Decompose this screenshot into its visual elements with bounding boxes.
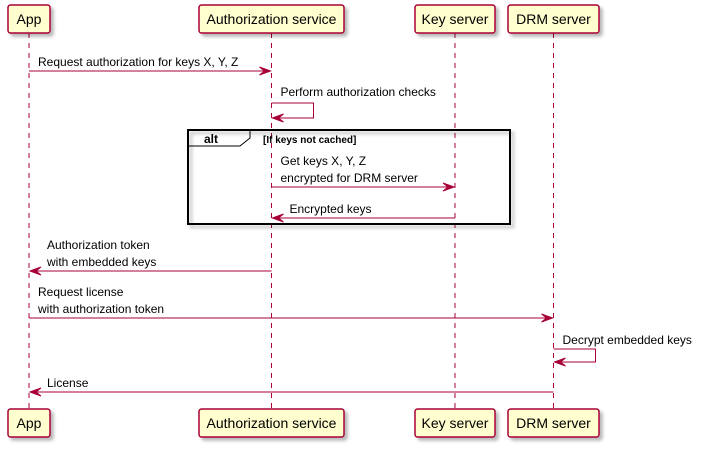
message-7: Decrypt embedded keys [553,333,692,367]
message-label: License [47,376,89,390]
arrowhead [442,182,456,192]
arrowhead [271,213,284,223]
arrowhead [28,266,42,276]
message-4: Encrypted keys [271,202,455,223]
participant-label: DRM server [516,11,591,27]
fragment-condition: [If keys not cached] [263,135,356,146]
participant-auth-bottom: Authorization service [198,408,345,438]
message-label: with embedded keys [46,255,156,269]
message-1: Request authorization for keys X, Y, Z [29,55,272,76]
participant-box [198,4,345,34]
message-label: Get keys X, Y, Z [281,154,367,168]
lifelines [28,33,554,409]
message-8: License [28,376,554,397]
participant-label: App [17,415,42,431]
arrowhead [259,66,272,76]
participant-box [7,408,51,438]
participant-label: App [17,11,42,27]
arrowhead [271,113,284,123]
message-label: with authorization token [37,302,164,316]
participant-box [507,408,600,438]
participant-auth-top: Authorization service [198,4,345,34]
participant-key-top: Key server [414,4,496,34]
participant-box [414,4,496,34]
message-label: Authorization token [47,238,150,252]
message-3: Get keys X, Y, Z encrypted for DRM server [271,154,456,192]
message-2: Perform authorization checks [271,85,436,123]
message-label: Decrypt embedded keys [563,333,692,347]
participant-app-top: App [7,4,51,34]
participant-box [7,4,51,34]
arrowhead [553,357,566,367]
message-5: Authorization token with embedded keys [28,238,272,276]
messages: Request authorization for keys X, Y, Z Pe… [28,55,692,397]
alt-fragment: alt [If keys not cached] [187,129,511,225]
participant-box [198,408,345,438]
participant-label: Authorization service [207,415,337,431]
participant-label: DRM server [516,415,591,431]
fragment-frame [187,129,511,225]
message-label: Request license [38,285,124,299]
participant-label: Authorization service [207,11,337,27]
arrowhead [541,313,554,323]
self-message-arrow [553,348,596,363]
participant-label: Key server [422,415,489,431]
fragments: alt [If keys not cached] [187,129,511,225]
participant-label: Key server [422,11,489,27]
message-label: Request authorization for keys X, Y, Z [38,55,238,69]
participant-app-bottom: App [7,408,51,438]
message-label: Perform authorization checks [281,85,436,99]
fragment-tab [188,130,251,147]
participant-drm-bottom: DRM server [507,408,600,438]
fragment-kind-label: alt [204,132,218,146]
participant-key-bottom: Key server [414,408,496,438]
self-message-arrow [271,102,314,119]
participant-drm-top: DRM server [507,4,600,34]
participant-box [507,4,600,34]
arrowhead [28,387,42,397]
message-label: Encrypted keys [290,202,372,216]
participant-box [414,408,496,438]
message-6: Request license with authorization token [29,285,554,323]
message-label: encrypted for DRM server [281,171,418,185]
